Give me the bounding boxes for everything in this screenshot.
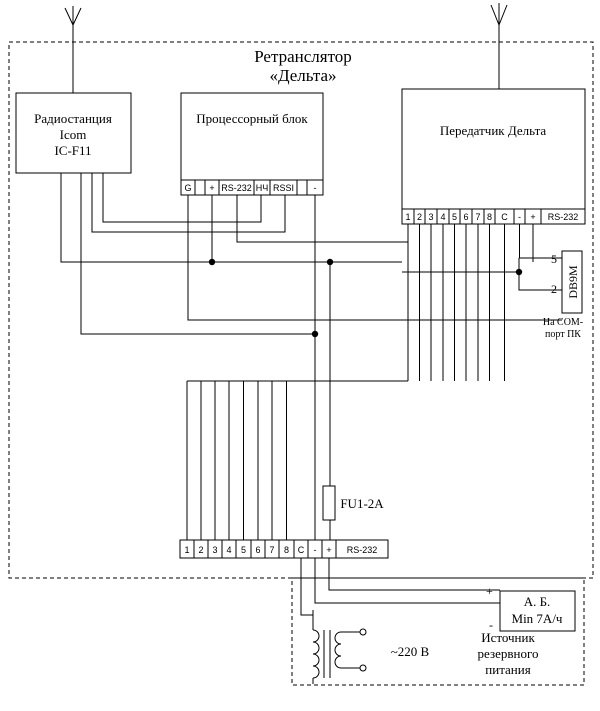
terminal-pin-label: 7 [269, 545, 274, 555]
radio-label-3: IC-F11 [54, 143, 91, 158]
radio-label-2: Icom [60, 127, 87, 142]
transmitter-antenna-icon [490, 3, 508, 89]
terminal-pin-label: C [298, 545, 305, 555]
junction-dot [326, 258, 334, 266]
backup-label-2: резервного [478, 646, 539, 661]
wire-proc-rs232 [236, 195, 408, 243]
com-note-1: На COM- [543, 317, 583, 328]
wire-radio-minus [80, 173, 315, 335]
battery-label-2: Min 7А/ч [512, 611, 563, 626]
transmitter-pin-label: 6 [463, 212, 468, 222]
transmitter-title: Передатчик Дельта [440, 123, 547, 138]
processor-pin-label: RSSI [273, 183, 294, 193]
bottom-terminal-strip [179, 539, 389, 559]
fuse-symbol [322, 485, 336, 521]
radio-label-1: Радиостанция [34, 111, 112, 126]
transmitter-pin-label: 4 [440, 212, 445, 222]
backup-label-3: питания [485, 662, 530, 677]
battery-label-1: А. Б. [524, 594, 551, 609]
terminal-pin-label: 5 [241, 545, 246, 555]
processor-pin-label: RS-232 [221, 183, 252, 193]
terminal-pin-label: 8 [284, 545, 289, 555]
terminal-pin-label: 6 [255, 545, 260, 555]
terminal-pin-label: 4 [226, 545, 231, 555]
battery-plus-label: + [486, 584, 493, 598]
processor-title: Процессорный блок [196, 111, 308, 126]
junction-dot [208, 258, 216, 266]
title-line-2: «Дельта» [269, 66, 336, 85]
wire-mains [300, 558, 314, 630]
transmitter-pin-label: 3 [428, 212, 433, 222]
processor-pin-label: - [314, 183, 317, 193]
transmitter-pin-label: 2 [417, 212, 422, 222]
terminal-pin-label: 2 [198, 545, 203, 555]
terminal-pin-label: - [314, 545, 317, 555]
terminal-pin-label: 1 [184, 545, 189, 555]
wire-proc-ground [187, 195, 562, 321]
wire-af [102, 173, 262, 223]
transmitter-pin-label: 7 [475, 212, 480, 222]
transmitter-pin-label: 8 [487, 212, 492, 222]
transformer-icon [312, 610, 367, 684]
title-line-1: Ретранслятор [254, 47, 352, 66]
wire-battery-minus [314, 558, 500, 604]
radio-antenna-icon [64, 6, 82, 93]
wire-db9-pin2 [518, 272, 562, 291]
junction-dot [515, 268, 523, 276]
transmitter-pin-label: C [501, 212, 508, 222]
battery-box [499, 590, 576, 632]
db9m-connector [561, 250, 583, 314]
radio-station-box [15, 92, 132, 174]
processor-pin-label: НЧ [256, 183, 269, 193]
junction-dot [311, 330, 319, 338]
db9-pin2-label: 2 [551, 282, 557, 296]
wire-radio-plus [60, 173, 402, 263]
db9-pin5-label: 5 [551, 252, 557, 266]
backup-power-enclosure [291, 577, 585, 686]
wire-battery-plus [328, 558, 500, 591]
transmitter-pin-label: 1 [405, 212, 410, 222]
transmitter-pin-label: - [518, 212, 521, 222]
transmitter-box [401, 88, 586, 225]
db9-label: DB9M [566, 265, 580, 299]
fuse-label: FU1-2A [340, 496, 384, 511]
backup-label-1: Источник [481, 630, 535, 645]
terminal-pin-label: RS-232 [347, 545, 378, 555]
com-note-2: порт ПК [545, 329, 581, 340]
processor-pin-label: G [184, 183, 191, 193]
battery-minus-label: - [489, 618, 493, 632]
mains-label: ~220 В [391, 644, 430, 659]
transmitter-pin-label: 5 [452, 212, 457, 222]
transmitter-pin-label: RS-232 [548, 212, 579, 222]
terminal-pin-label: + [326, 545, 331, 555]
terminal-pin-label: 3 [212, 545, 217, 555]
transmitter-pin-label: + [530, 212, 535, 222]
processor-pin-label: + [209, 183, 214, 193]
processor-block-box [180, 92, 324, 196]
